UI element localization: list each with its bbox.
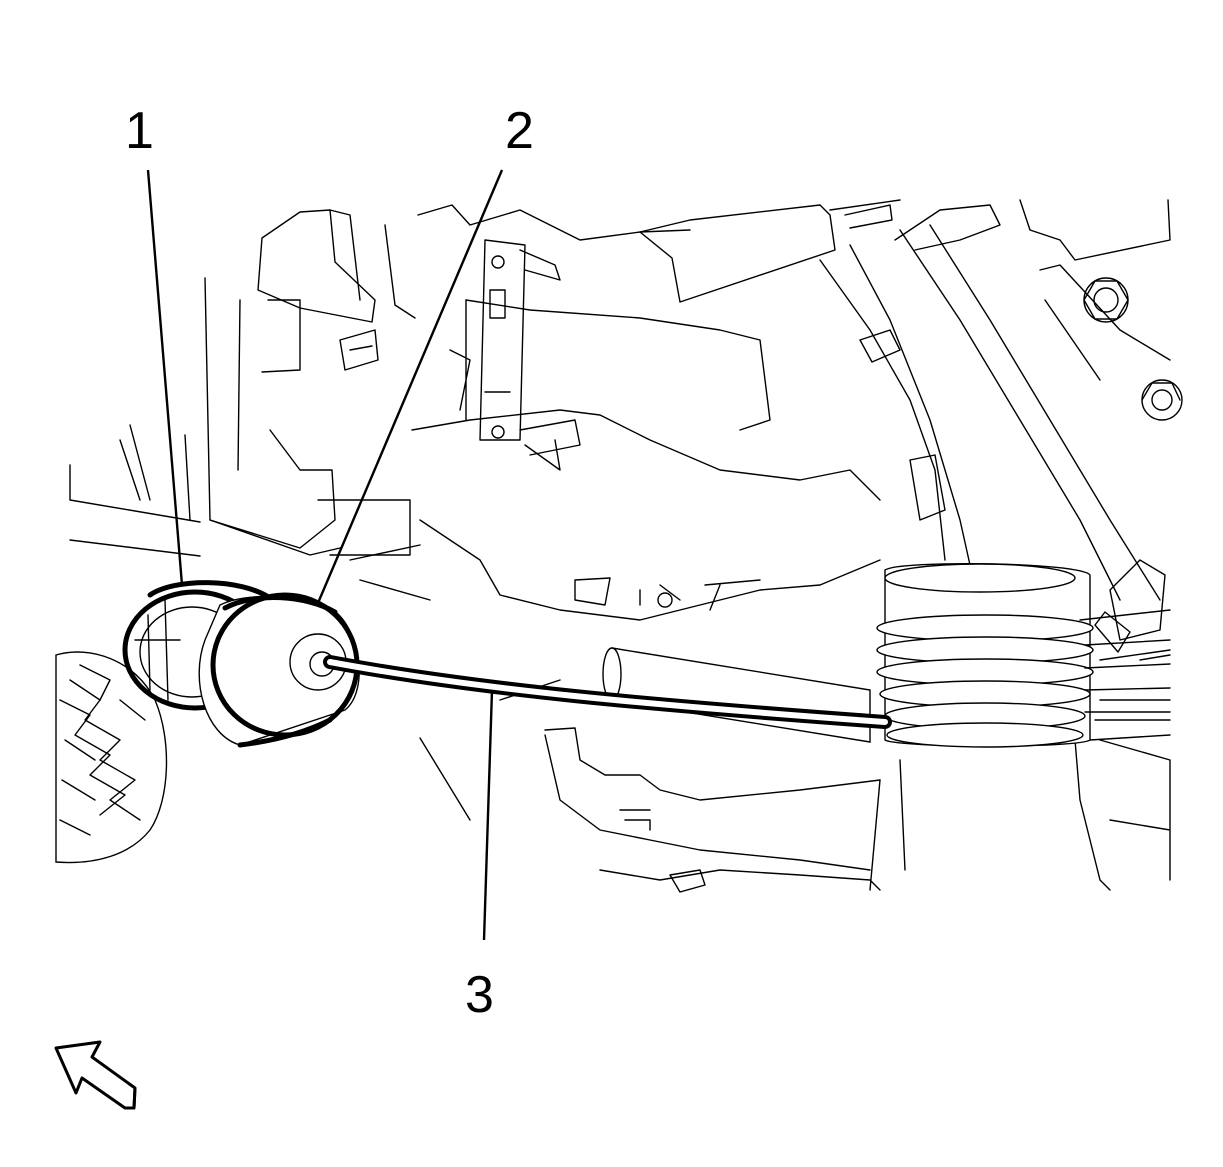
- leader-line-1: [146, 169, 184, 586]
- view-direction-arrow-icon: [54, 1040, 137, 1110]
- callout-3: 3: [465, 966, 494, 1024]
- callout-2: 2: [505, 102, 534, 160]
- vehicle-structure: [69, 199, 1183, 893]
- bellows-boot: [876, 562, 1171, 748]
- leader-line-2: [316, 169, 504, 604]
- leader-line-3: [482, 689, 494, 941]
- cable: [323, 655, 892, 729]
- tire: [55, 651, 168, 864]
- callout-1: 1: [125, 102, 154, 160]
